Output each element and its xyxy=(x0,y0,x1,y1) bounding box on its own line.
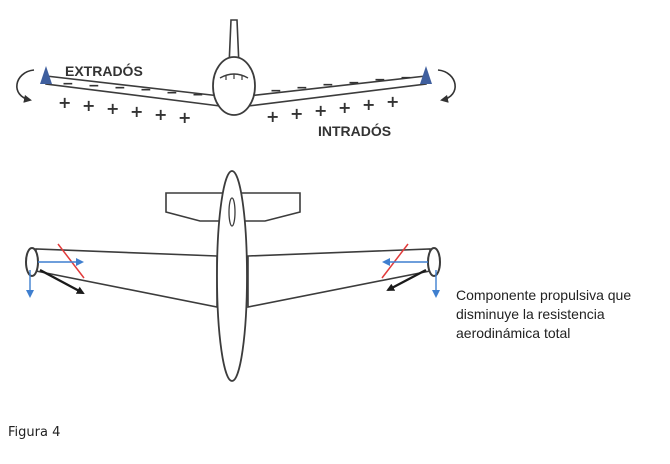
minus-sign: − xyxy=(322,77,334,93)
minus-sign: − xyxy=(400,70,412,86)
minus-sign: − xyxy=(296,80,308,96)
top-right-wing xyxy=(247,248,431,308)
top-left-wing xyxy=(35,248,218,308)
figure-caption: Figura 4 xyxy=(8,425,61,440)
left-vortex-arrow xyxy=(16,69,35,103)
left-thrust-arrow xyxy=(39,268,85,295)
minus-sign: − xyxy=(166,85,178,101)
annotation-line: disminuye la resistencia xyxy=(456,306,605,322)
plus-sign: + xyxy=(130,102,143,121)
plus-sign: + xyxy=(386,92,399,111)
right-vortex-arrow xyxy=(437,69,456,103)
right-thrust-arrow xyxy=(386,268,427,292)
lower-surface-signs: + + + + + + + + + + + + xyxy=(58,92,399,127)
plus-sign: + xyxy=(338,98,351,117)
right-wingtip-winglet xyxy=(427,247,441,277)
annotation-line: aerodinámica total xyxy=(456,325,571,341)
right-winglet xyxy=(420,66,432,84)
upper-surface-signs: − − − − − − − − − − − − xyxy=(62,70,412,103)
right-lift-line xyxy=(381,243,409,279)
thrust-annotation: Componente propulsiva que disminuye la r… xyxy=(456,286,670,343)
plus-sign: + xyxy=(314,101,327,120)
plus-sign: + xyxy=(154,105,167,124)
minus-sign: − xyxy=(192,87,204,103)
minus-sign: − xyxy=(62,76,74,92)
top-view xyxy=(25,170,441,382)
plus-sign: + xyxy=(178,108,191,127)
minus-sign: − xyxy=(348,75,360,91)
lower-surface-label: INTRADÓS xyxy=(318,122,391,139)
plus-sign: + xyxy=(266,107,279,126)
front-fuselage xyxy=(212,56,256,116)
left-winglet xyxy=(40,66,52,84)
left-wingtip-winglet xyxy=(25,247,39,277)
left-lift-line xyxy=(57,243,85,279)
minus-sign: − xyxy=(140,82,152,98)
minus-sign: − xyxy=(374,72,386,88)
minus-sign: − xyxy=(114,80,126,96)
minus-sign: − xyxy=(270,83,282,99)
plus-sign: + xyxy=(362,95,375,114)
minus-sign: − xyxy=(88,78,100,94)
upper-surface-label: EXTRADÓS xyxy=(65,62,143,79)
plus-sign: + xyxy=(58,93,71,112)
plus-sign: + xyxy=(106,99,119,118)
annotation-line: Componente propulsiva que xyxy=(456,287,632,303)
front-view: EXTRADÓS INTRADÓS − − − − − − − − − − − … xyxy=(16,19,456,139)
top-fuselage xyxy=(216,170,248,382)
plus-sign: + xyxy=(82,96,95,115)
top-cockpit xyxy=(228,197,236,227)
plus-sign: + xyxy=(290,104,303,123)
